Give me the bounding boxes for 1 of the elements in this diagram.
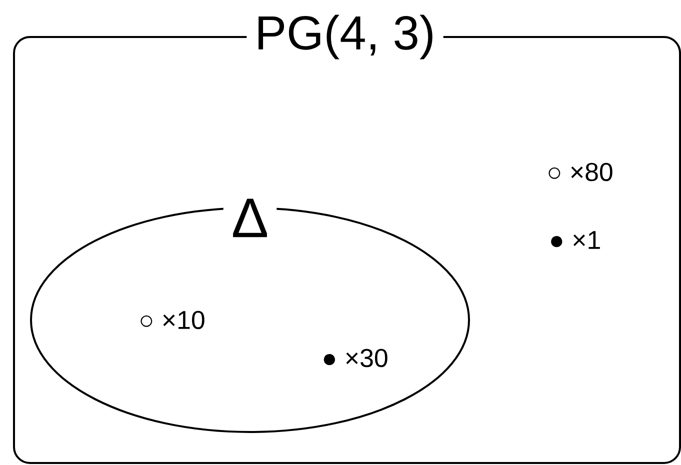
ellipse-region: Δ ○ ×10 ● ×30 — [30, 195, 470, 433]
